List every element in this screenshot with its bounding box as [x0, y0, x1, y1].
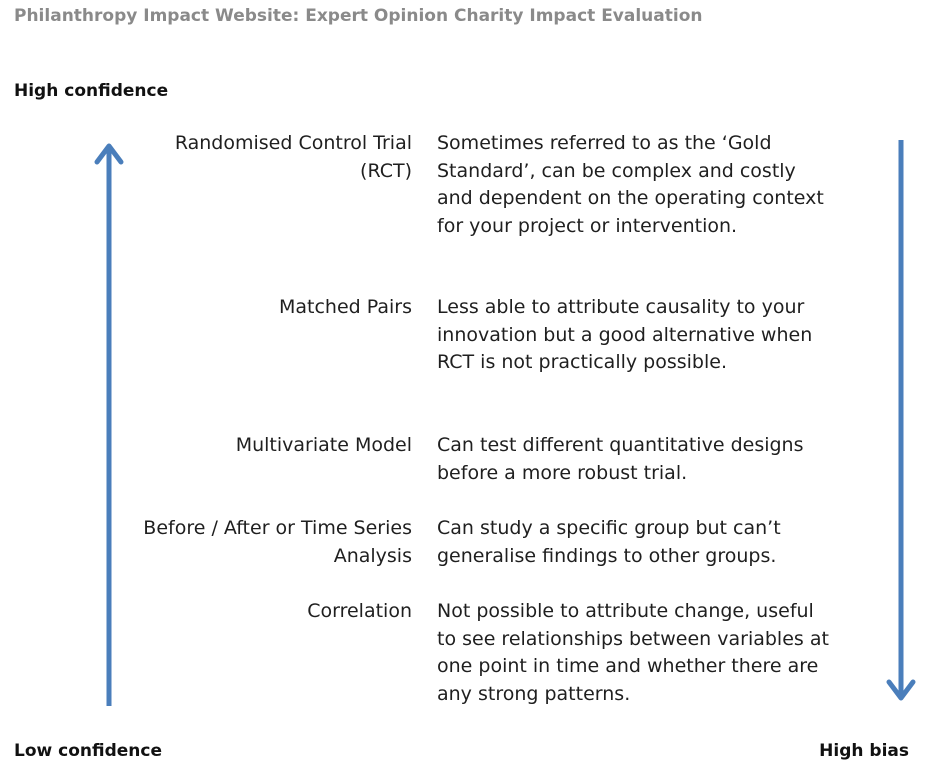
method-matched-pairs-description: Less able to attribute causality to your… — [437, 296, 813, 373]
low-confidence-label: Low confidence — [14, 741, 163, 761]
bias-down-arrow-icon — [886, 140, 916, 701]
method-rct: Randomised Control Trial (RCT) — [174, 132, 412, 182]
confidence-up-arrow-icon — [94, 143, 124, 706]
page-title: Philanthropy Impact Website: Expert Opin… — [14, 6, 703, 26]
method-multivariate-model-description: Can test different quantitative designs … — [437, 434, 804, 484]
method-correlation: Correlation — [307, 600, 412, 622]
method-multivariate-model: Multivariate Model — [235, 434, 412, 456]
method-before-after: Before / After or Time Series Analysis — [143, 517, 412, 567]
method-matched-pairs: Matched Pairs — [279, 296, 412, 318]
method-before-after-description: Can study a specific group but can’t gen… — [437, 517, 781, 567]
high-confidence-label: High confidence — [14, 81, 169, 101]
method-correlation-description: Not possible to attribute change, useful… — [437, 600, 829, 705]
method-rct-description: Sometimes referred to as the ‘Gold Stand… — [437, 132, 824, 237]
high-bias-label: High bias — [819, 741, 909, 761]
